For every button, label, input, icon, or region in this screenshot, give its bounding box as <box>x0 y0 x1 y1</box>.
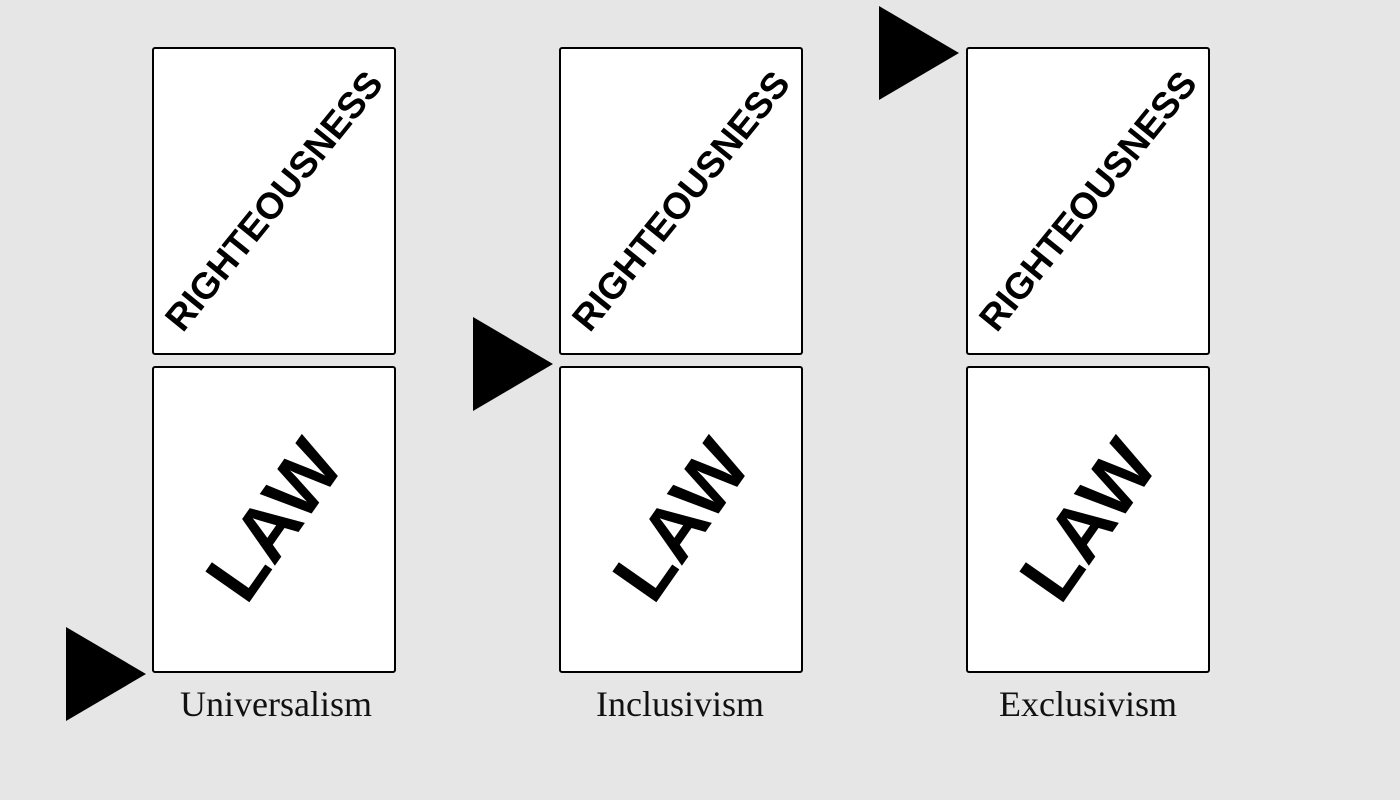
law-label: LAW <box>595 423 767 616</box>
righteousness-box-exclusivism: RIGHTEOUSNESS <box>966 47 1210 355</box>
law-label: LAW <box>188 423 360 616</box>
law-label: LAW <box>1002 423 1174 616</box>
law-box-inclusivism: LAW <box>559 366 803 673</box>
triangle-right-icon <box>66 627 146 721</box>
righteousness-label: RIGHTEOUSNESS <box>971 63 1205 339</box>
triangle-right-icon <box>473 317 553 411</box>
righteousness-label: RIGHTEOUSNESS <box>157 63 391 339</box>
caption-exclusivism: Exclusivism <box>999 684 1177 724</box>
caption-inclusivism: Inclusivism <box>596 684 764 724</box>
law-box-universalism: LAW <box>152 366 396 673</box>
righteousness-box-inclusivism: RIGHTEOUSNESS <box>559 47 803 355</box>
righteousness-label: RIGHTEOUSNESS <box>564 63 798 339</box>
righteousness-box-universalism: RIGHTEOUSNESS <box>152 47 396 355</box>
caption-universalism: Universalism <box>180 684 372 724</box>
law-box-exclusivism: LAW <box>966 366 1210 673</box>
triangle-right-icon <box>879 6 959 100</box>
